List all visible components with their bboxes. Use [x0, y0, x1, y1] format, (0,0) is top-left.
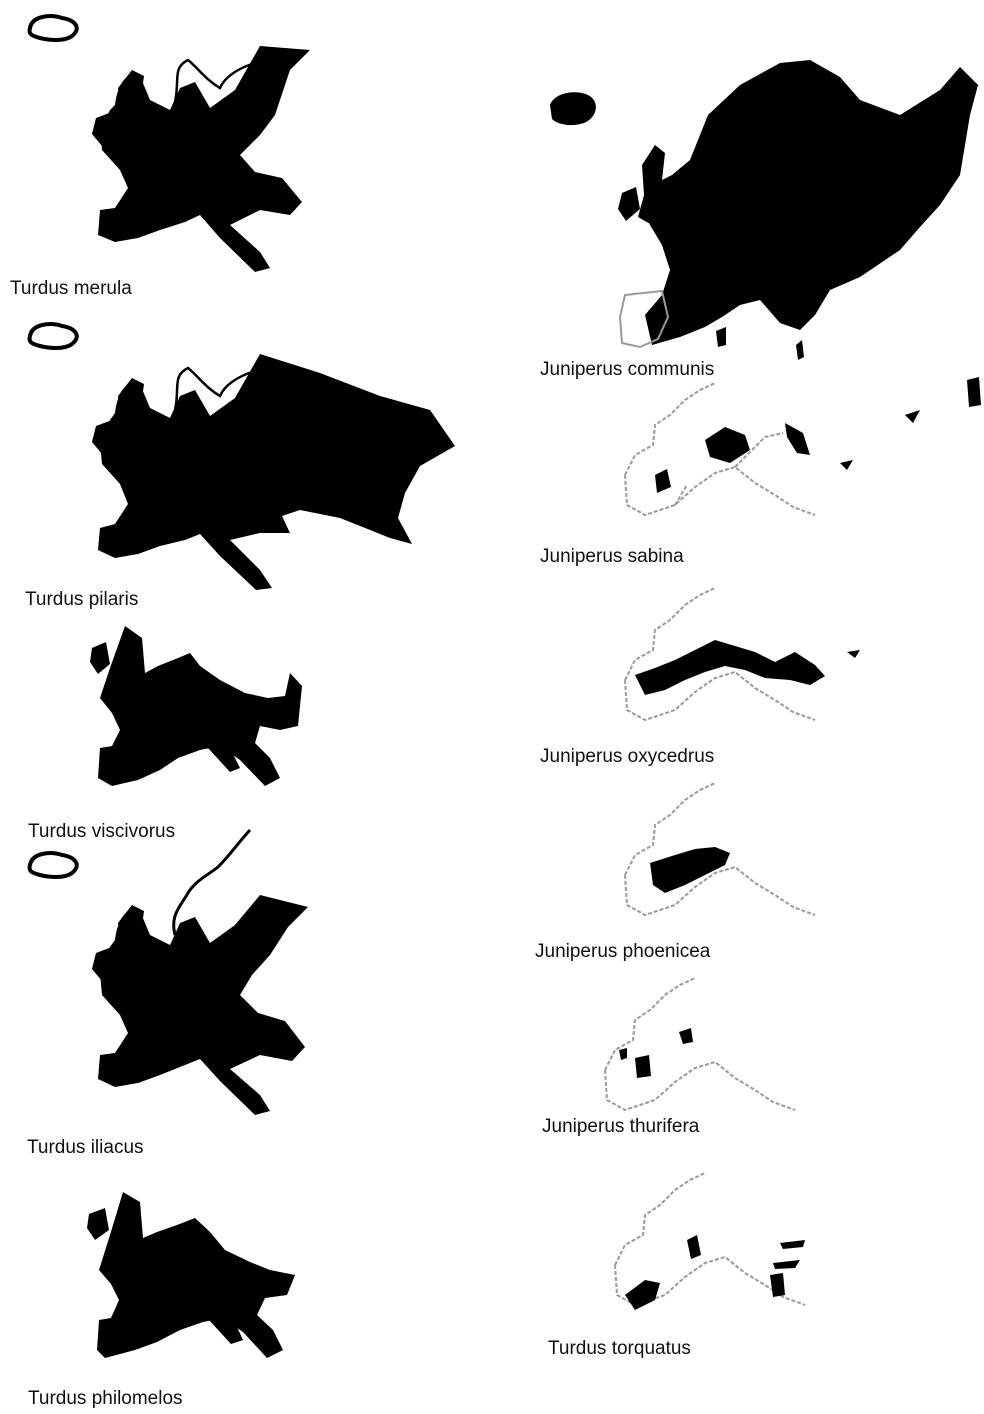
map-turdus-viscivorus: [90, 618, 310, 808]
ireland: [92, 420, 116, 454]
europe-outline: [604, 977, 796, 1112]
british-isles: [116, 905, 148, 985]
map-juniperus-oxycedrus: [615, 580, 875, 740]
range-patch: [705, 427, 750, 463]
range-patch: [770, 1273, 785, 1297]
range-patch: [840, 460, 853, 470]
species-label: Turdus torquatus: [548, 1338, 691, 1359]
range-patch: [773, 1260, 800, 1269]
species-label: Juniperus communis: [540, 359, 715, 380]
ireland: [87, 1208, 109, 1240]
ireland: [92, 112, 116, 146]
range-band: [635, 640, 825, 695]
map-turdus-iliacus: [20, 825, 320, 1125]
iceland-outline: [27, 14, 79, 42]
species-label: Juniperus sabina: [540, 546, 684, 567]
ireland: [618, 187, 640, 221]
species-label: Turdus viscivorus: [28, 821, 176, 842]
iceland: [550, 92, 596, 126]
range-patch: [785, 423, 810, 455]
british-isles: [116, 70, 148, 150]
italy: [209, 1298, 243, 1344]
range-patch: [635, 1055, 651, 1078]
europe-outline: [624, 587, 816, 722]
range-patch: [905, 410, 920, 423]
species-label: Juniperus phoenicea: [535, 941, 711, 962]
map-turdus-torquatus: [605, 1165, 865, 1335]
british-isles: [638, 145, 670, 225]
range-patch: [648, 317, 660, 337]
range-patch: [625, 1280, 660, 1310]
range-patch: [847, 650, 860, 658]
ireland: [92, 947, 116, 981]
range-patch: [655, 469, 671, 493]
map-juniperus-communis: [540, 55, 984, 370]
map-turdus-philomelos: [85, 1180, 315, 1380]
iceland-outline: [27, 322, 79, 350]
species-label: Turdus pilaris: [25, 589, 139, 610]
map-turdus-pilaris: [20, 318, 460, 603]
map-juniperus-thurifera: [595, 970, 855, 1120]
ireland: [90, 642, 110, 674]
range-area: [98, 46, 310, 272]
iberia-outline: [618, 289, 670, 349]
species-label: Turdus iliacus: [27, 1137, 144, 1158]
range-area: [98, 895, 308, 1115]
species-label: Juniperus oxycedrus: [540, 746, 715, 767]
norway-coast: [172, 828, 252, 936]
range-patch: [716, 327, 726, 347]
british-isles: [116, 378, 148, 458]
range-patch: [780, 1240, 805, 1249]
range-area: [642, 60, 978, 345]
range-area: [98, 626, 302, 786]
range-patch: [679, 1028, 693, 1044]
range-area: [98, 354, 455, 590]
map-turdus-merula: [20, 10, 320, 280]
species-label: Turdus merula: [10, 278, 132, 299]
map-juniperus-phoenicea: [615, 775, 875, 935]
italy: [208, 728, 240, 772]
range-area: [97, 1192, 295, 1358]
range-patch: [687, 1235, 701, 1259]
europe-outline: [614, 1172, 806, 1307]
iceland-outline: [27, 851, 79, 879]
scandinavia-coast: [173, 366, 253, 411]
range-patch: [967, 377, 981, 407]
europe-outline: [624, 782, 816, 917]
map-juniperus-sabina: [615, 375, 984, 535]
range-band: [650, 847, 730, 893]
scandinavia-coast: [173, 58, 253, 103]
range-patch: [619, 1048, 627, 1060]
range-patch: [796, 340, 804, 360]
europe-outline: [624, 382, 816, 517]
species-label: Juniperus thurifera: [542, 1116, 700, 1137]
species-label: Turdus philomelos: [28, 1388, 183, 1409]
